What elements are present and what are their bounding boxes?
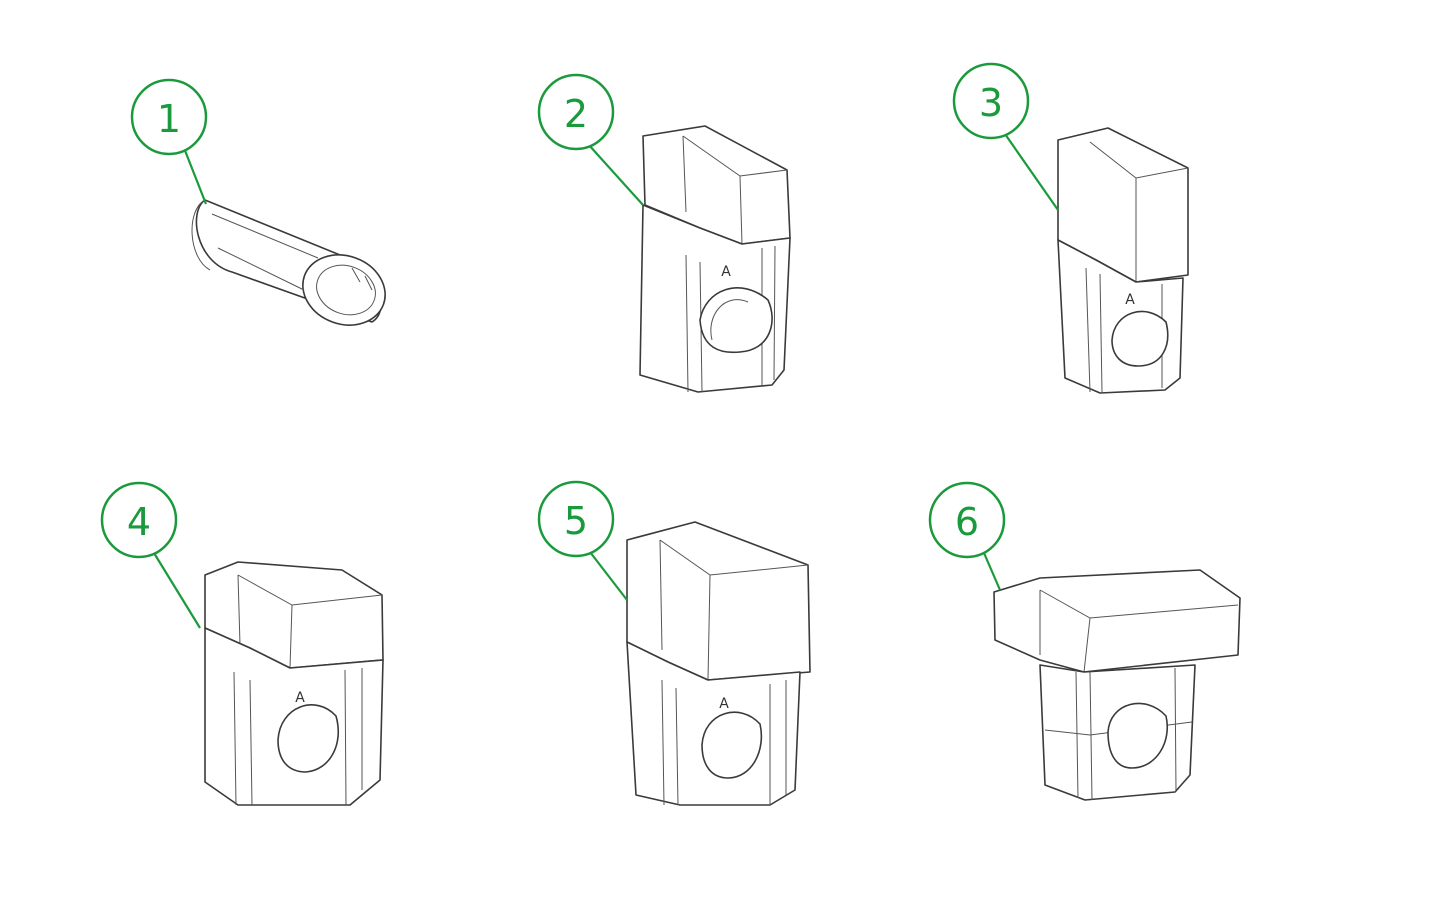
part-5-cap: A [626,521,811,806]
svg-text:A: A [719,696,729,712]
svg-text:A: A [295,690,305,706]
callout-label: 1 [157,97,181,141]
callout-5: 5 [537,480,628,601]
part-3-cap: A [1057,127,1189,394]
callout-1: 1 [130,78,208,205]
callout-3: 3 [952,62,1059,211]
callout-label: 2 [564,92,588,136]
callout-label: 6 [955,500,979,544]
callout-label: 5 [564,499,588,543]
part-2-cap: A [639,125,791,393]
callout-label: 4 [127,500,151,544]
svg-text:A: A [721,264,731,280]
callout-label: 3 [979,81,1003,125]
part-1-spring-pin [191,199,386,326]
callout-4: 4 [100,481,201,629]
part-4-cap: A [204,561,384,806]
callout-6: 6 [928,481,1006,591]
part-6-wide-cap [993,569,1241,801]
svg-text:A: A [1125,292,1135,308]
callout-2: 2 [537,73,644,206]
